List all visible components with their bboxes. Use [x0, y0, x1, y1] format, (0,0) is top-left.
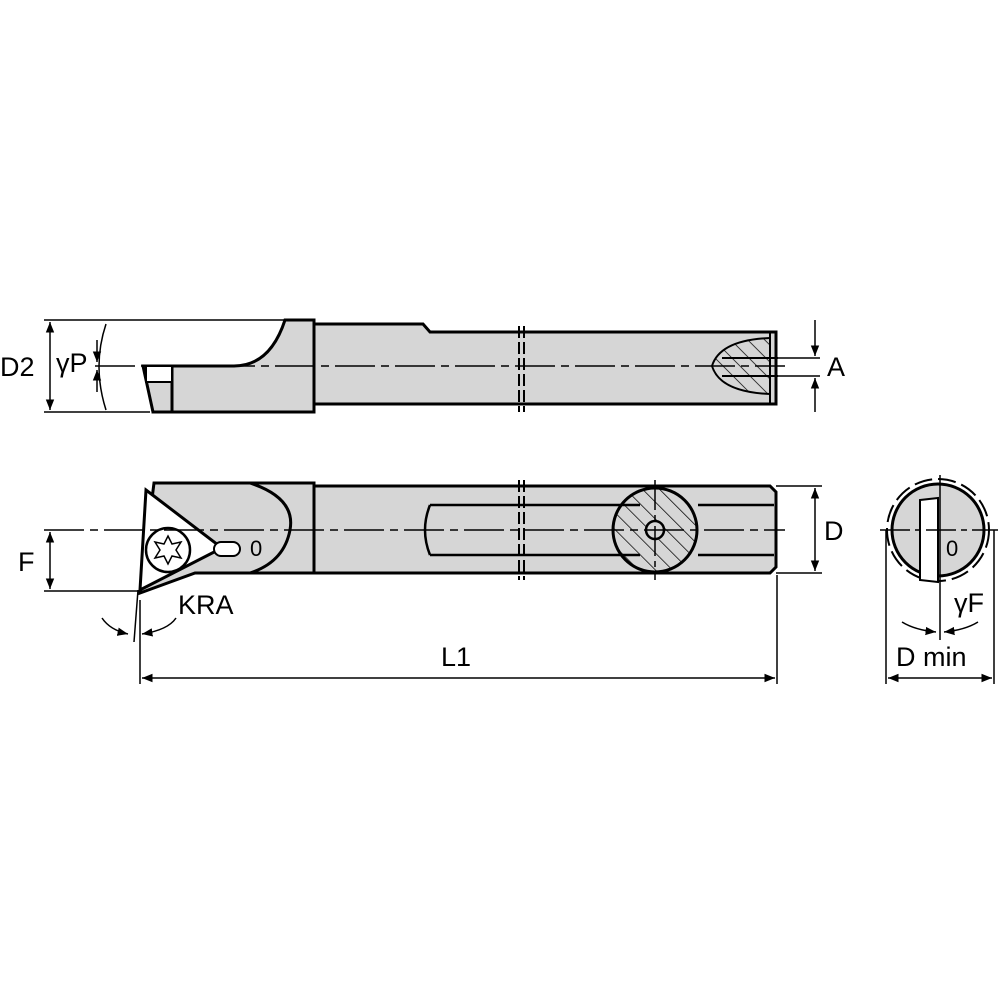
d2-dimension: [44, 319, 300, 413]
l1-dimension: [139, 575, 778, 684]
label-gamma-f: γF: [954, 588, 984, 618]
end-view: [880, 475, 998, 684]
f-dimension: [44, 532, 177, 643]
label-d2: D2: [0, 352, 35, 382]
plan-view: [138, 480, 778, 596]
side-view: [141, 318, 778, 414]
label-kra: KRA: [178, 590, 234, 620]
d-dimension: [776, 485, 822, 574]
label-insert-mark: 0: [250, 536, 263, 561]
label-d-min: D min: [896, 642, 967, 672]
label-a: A: [827, 352, 846, 382]
label-f: F: [18, 547, 35, 577]
label-l1: L1: [441, 642, 472, 672]
a-dimension: [778, 320, 820, 412]
label-gamma-p: γP: [56, 348, 88, 378]
label-d: D: [824, 516, 844, 546]
label-end-mark: 0: [946, 536, 959, 561]
